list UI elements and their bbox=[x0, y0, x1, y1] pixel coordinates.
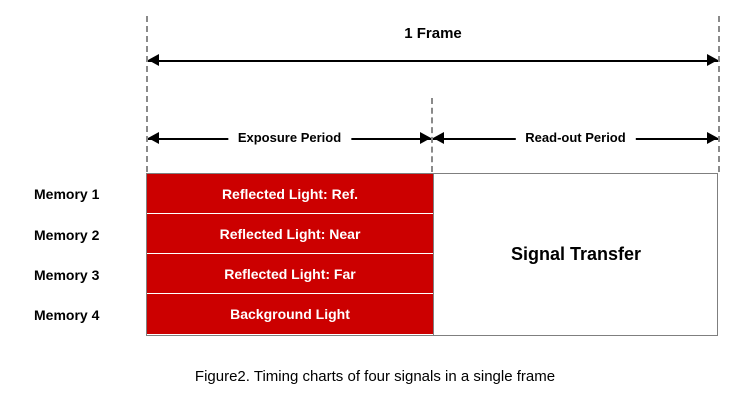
frame-title: 1 Frame bbox=[404, 25, 462, 42]
bar-memory-1: Reflected Light: Ref. bbox=[147, 174, 433, 214]
exposure-arrow-head-left bbox=[148, 132, 159, 144]
guide-line-phase-split bbox=[431, 98, 433, 172]
row-label-memory-2: Memory 2 bbox=[34, 227, 100, 243]
frame-arrow-head-left bbox=[148, 54, 159, 66]
exposure-arrow-head-right bbox=[420, 132, 431, 144]
frame-arrow-line bbox=[148, 60, 718, 62]
timing-grid: Reflected Light: Ref. Reflected Light: N… bbox=[146, 173, 718, 336]
frame-arrow-head-right bbox=[707, 54, 718, 66]
row-label-memory-1: Memory 1 bbox=[34, 186, 100, 202]
guide-line-frame-end bbox=[718, 16, 720, 172]
readout-arrow-head-right bbox=[707, 132, 718, 144]
bar-memory-2: Reflected Light: Near bbox=[147, 214, 433, 254]
readout-period-arrow: Read-out Period bbox=[433, 128, 718, 148]
row-label-memory-4: Memory 4 bbox=[34, 307, 100, 323]
bar-memory-3: Reflected Light: Far bbox=[147, 254, 433, 294]
signal-transfer-block: Signal Transfer bbox=[433, 174, 718, 335]
exposure-period-arrow: Exposure Period bbox=[148, 128, 431, 148]
exposure-period-label: Exposure Period bbox=[227, 128, 352, 148]
row-label-memory-3: Memory 3 bbox=[34, 267, 100, 283]
readout-arrow-head-left bbox=[433, 132, 444, 144]
bar-memory-4: Background Light bbox=[147, 294, 433, 334]
readout-period-label: Read-out Period bbox=[515, 128, 636, 148]
frame-span-arrow bbox=[148, 52, 718, 70]
figure-caption: Figure2. Timing charts of four signals i… bbox=[194, 368, 556, 385]
guide-line-frame-start bbox=[146, 16, 148, 172]
